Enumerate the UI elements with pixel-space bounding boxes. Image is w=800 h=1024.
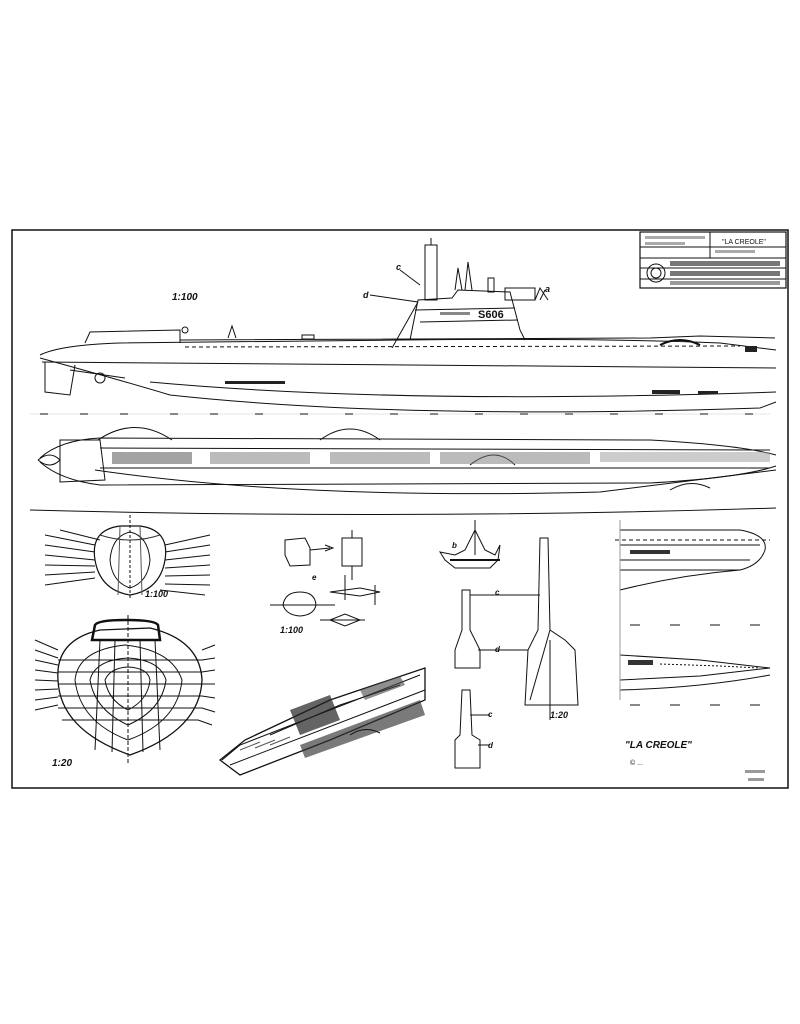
scale-profile: 1:100 bbox=[172, 292, 198, 303]
callout-d3: d bbox=[488, 741, 494, 750]
credit-line: © ... bbox=[630, 759, 643, 767]
hull-section-small: 1:100 bbox=[44, 515, 211, 600]
callout-c: c bbox=[396, 262, 401, 272]
callout-d2: d bbox=[495, 645, 501, 654]
stern-section: b bbox=[438, 520, 501, 569]
callout-c2: c bbox=[495, 588, 500, 597]
scale-detail: 1:100 bbox=[280, 625, 303, 635]
callout-a: a bbox=[545, 284, 550, 294]
scale-section-large: 1:20 bbox=[52, 758, 72, 769]
title-block-name: "LA CREOLE" bbox=[722, 239, 766, 246]
top-plan-view bbox=[29, 427, 777, 516]
callout-e: e bbox=[312, 573, 317, 582]
detail-parts: e 1:100 bbox=[270, 530, 381, 635]
title-block: "LA CREOLE" bbox=[639, 231, 787, 289]
sheet-border bbox=[11, 229, 789, 789]
drawing-title: "LA CREOLE" bbox=[625, 740, 692, 751]
hull-section-large: 1:20 bbox=[34, 615, 216, 769]
hull-number: S606 bbox=[478, 309, 504, 321]
callout-d: d bbox=[363, 290, 369, 300]
callout-c3: c bbox=[488, 710, 493, 719]
bow-detail-views bbox=[615, 520, 771, 706]
side-profile-view: S606 a c d 1:100 bbox=[39, 238, 777, 413]
scale-section-small: 1:100 bbox=[145, 589, 168, 599]
perspective-hull-view bbox=[218, 667, 426, 776]
callout-b: b bbox=[452, 541, 457, 550]
scale-periscope: 1:20 bbox=[550, 710, 568, 720]
emblem-icon bbox=[646, 263, 666, 283]
mast-details: c d c d 1:20 bbox=[454, 537, 579, 769]
